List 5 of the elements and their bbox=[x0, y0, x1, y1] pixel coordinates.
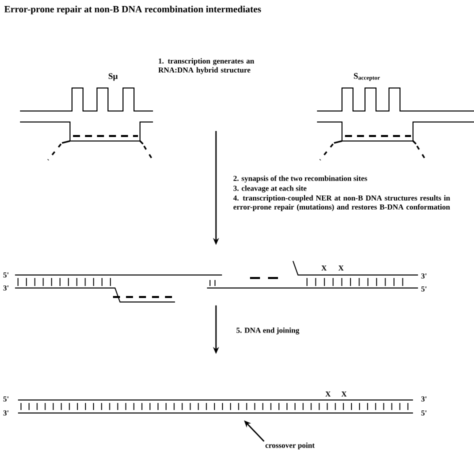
switch-region-drawing: S$_{acceptor}$ bbox=[316, 73, 474, 162]
switch-region-drawing: Sμ bbox=[20, 73, 155, 162]
dna-product-drawing bbox=[18, 400, 414, 414]
title: Error-prone repair at non-B DNA recombination intermediates bbox=[4, 6, 261, 14]
dna-intermediate-drawing bbox=[14, 260, 418, 302]
